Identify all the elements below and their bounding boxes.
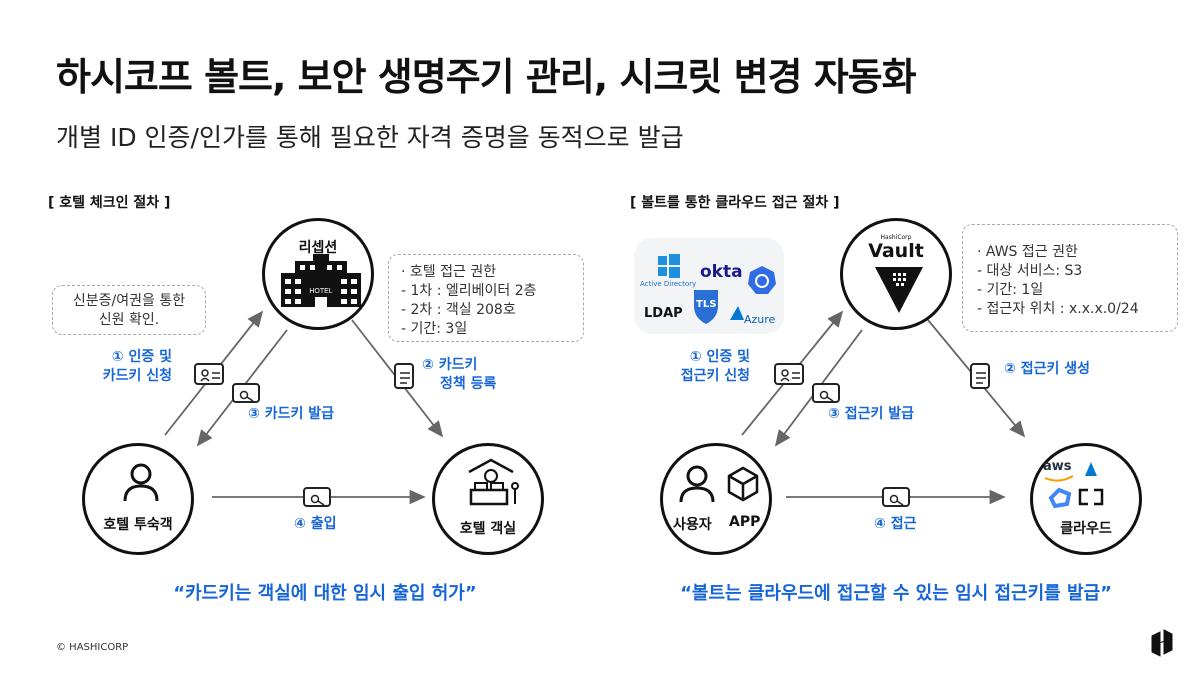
hotel-sign: HOTEL (309, 288, 332, 295)
left-step2-line: ② 카드키 (422, 357, 478, 373)
app-label: APP (729, 514, 761, 530)
copyright-footer: © HASHICORP (56, 642, 129, 653)
policy-line: - 2차 : 객실 208호 (401, 302, 516, 318)
room-label: 호텔 객실 (459, 521, 517, 537)
vault-triangle-icon (875, 267, 923, 313)
key-icon (812, 383, 840, 403)
policy-line: · AWS 접근 권한 (977, 244, 1078, 260)
hotel-policy-box: · 호텔 접근 권한 - 1차 : 엘리베이터 2층 - 2차 : 객실 208… (388, 254, 584, 342)
guest-node: 호텔 투숙객 (82, 443, 194, 555)
document-icon (970, 363, 990, 389)
policy-line: - 1차 : 엘리베이터 2층 (401, 283, 537, 299)
vault-brand-small: HashiCorp (880, 234, 912, 241)
key-icon (232, 383, 260, 403)
left-step1-label: ① 인증 및 카드키 신청 (76, 348, 172, 386)
id-check-box: 신분증/여권을 통한 신원 확인. (52, 285, 206, 335)
id-card-icon (774, 363, 804, 385)
right-step3-label: ③ 접근키 발급 (828, 406, 915, 422)
bed-icon (468, 458, 519, 506)
ldap-logo: LDAP (644, 306, 683, 321)
reception-label: 리셉션 (298, 240, 338, 256)
aws-logo: aws (1043, 459, 1072, 474)
user-label: 사용자 (673, 517, 712, 533)
left-step3-label: ③ 카드키 발급 (248, 406, 335, 422)
right-step2-label: ② 접근키 생성 (1004, 361, 1091, 377)
right-step4-label: ④ 접근 (874, 516, 917, 532)
guest-label: 호텔 투숙객 (103, 517, 173, 533)
okta-logo: okta (700, 262, 743, 282)
cloud-node: aws 클라우드 (1030, 443, 1142, 555)
identity-providers-panel: Active Directory okta LDAP TLS Azure (634, 238, 784, 334)
cube-icon (727, 466, 759, 502)
room-node: 호텔 객실 (432, 443, 544, 555)
key-icon (303, 487, 331, 507)
left-quote: “카드키는 객실에 대한 임시 출입 허가” (173, 583, 477, 604)
document-icon (394, 363, 414, 389)
user-app-node: 사용자 APP (660, 443, 772, 555)
policy-line: - 기간: 1일 (977, 282, 1044, 298)
gcp-icon (1048, 487, 1072, 509)
policy-line: - 대상 서비스: S3 (977, 263, 1083, 279)
cloud-label: 클라우드 (1060, 521, 1112, 537)
right-section-title: [ 볼트를 통한 클라우드 접근 절차 ] (630, 195, 840, 211)
left-step2-line: 정책 등록 (440, 376, 497, 392)
kubernetes-logo-icon (748, 266, 776, 294)
right-step1-line: ① 인증 및 (689, 349, 750, 365)
id-card-icon (194, 363, 224, 385)
alibaba-cloud-icon (1078, 488, 1104, 506)
aws-policy-box: · AWS 접근 권한 - 대상 서비스: S3 - 기간: 1일 - 접근자 … (962, 224, 1178, 332)
tls-shield-icon (694, 290, 718, 324)
reception-node: 리셉션 HOTEL (262, 218, 374, 330)
person-icon (679, 465, 715, 503)
tls-logo: TLS (696, 299, 717, 310)
right-quote: “볼트는 클라우드에 접근할 수 있는 임시 접근키를 발급” (680, 583, 1112, 604)
vault-brand-big: Vault (868, 240, 924, 262)
windows-logo-icon (658, 254, 680, 278)
vault-node: HashiCorp Vault (840, 218, 952, 330)
right-step1-line: 접근키 신청 (680, 368, 750, 384)
cloud-provider-icons (1044, 462, 1104, 509)
azure-logo-icon (730, 306, 744, 320)
key-icon (882, 487, 910, 507)
active-directory-logo: Active Directory (640, 280, 697, 288)
azure-icon (1085, 462, 1097, 476)
left-step2-label: ② 카드키 정책 등록 (422, 356, 496, 394)
left-step4-label: ④ 출입 (294, 516, 337, 532)
policy-line: - 기간: 3일 (401, 321, 468, 337)
person-icon (123, 463, 159, 502)
policy-line: - 접근자 위치 : x.x.x.0/24 (977, 301, 1139, 317)
id-check-line: 신원 확인. (98, 312, 160, 328)
azure-logo: Azure (744, 313, 776, 326)
id-check-line: 신분증/여권을 통한 (72, 293, 186, 309)
left-step1-line: 카드키 신청 (102, 368, 172, 384)
hotel-building-icon: HOTEL (281, 254, 361, 307)
policy-line: · 호텔 접근 권한 (401, 264, 497, 280)
page-subtitle: 개별 ID 인증/인가를 통해 필요한 자격 증명을 동적으로 발급 (56, 123, 684, 152)
page-title: 하시코프 볼트, 보안 생명주기 관리, 시크릿 변경 자동화 (56, 55, 917, 99)
left-step1-line: ① 인증 및 (111, 349, 172, 365)
right-step1-label: ① 인증 및 접근키 신청 (650, 348, 750, 386)
left-section-title: [ 호텔 체크인 절차 ] (48, 195, 171, 211)
